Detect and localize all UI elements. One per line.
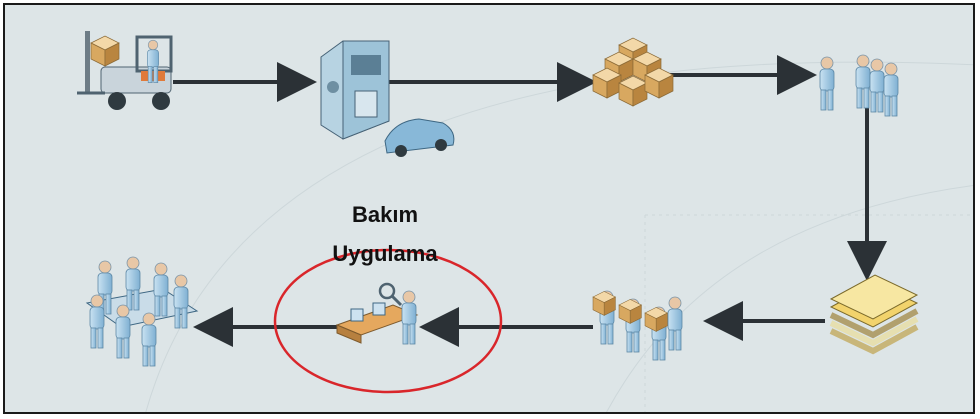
boxes-stack-icon [592,37,674,107]
process-diagram [77,31,973,412]
factory-car-icon [320,40,455,157]
conveyor-inspection-icon [335,282,419,345]
annotation-line-2: Uygulama [332,241,438,266]
flow-arrows [173,55,887,347]
workers-carrying-boxes-icon [592,290,683,361]
diagram-frame: Bakım Uygulama [3,3,975,414]
document-stack-icon [829,274,919,355]
meeting-table-icon [85,256,199,367]
annotation-line-1: Bakım [351,202,419,227]
people-group-icon [819,54,899,117]
highlight-circle [273,248,503,394]
forklift-icon [77,31,173,110]
background-arcs [145,61,973,412]
